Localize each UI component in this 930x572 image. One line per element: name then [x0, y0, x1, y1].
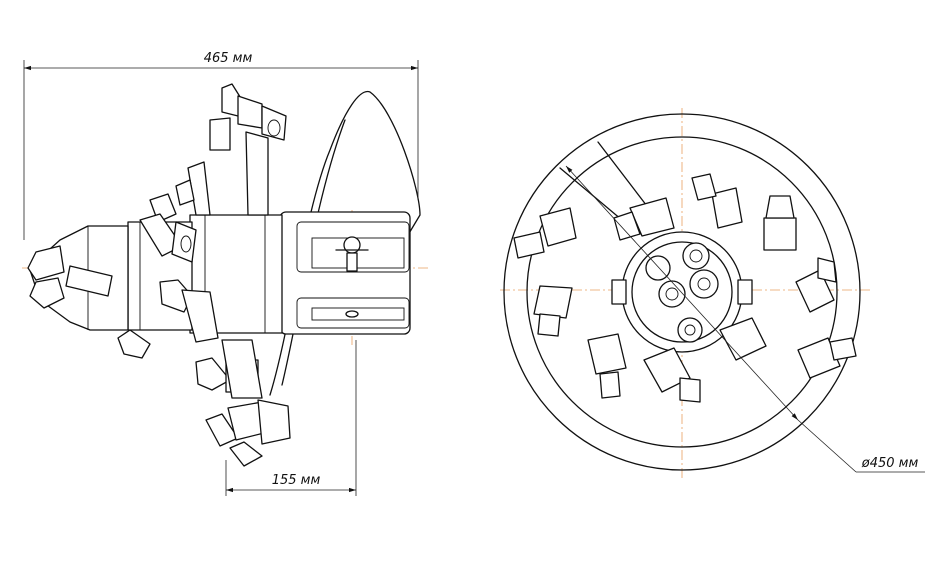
side-housing-inner-rect — [311, 237, 405, 269]
dim-450-line — [565, 165, 799, 421]
side-view: 465 мм 155 мм — [22, 51, 430, 496]
front-plate-edge-2 — [597, 141, 651, 211]
side-lever-handle — [346, 252, 358, 272]
side-pick-low-3 — [195, 357, 231, 391]
front-pick-se — [829, 337, 857, 361]
front-inner-disc — [526, 136, 838, 448]
side-lower-arm — [221, 339, 263, 399]
front-pick-nw — [513, 231, 545, 259]
side-pick-low-5 — [229, 441, 263, 467]
front-pick-e — [817, 257, 837, 283]
front-pick-holder-sw — [587, 333, 627, 375]
dim-450-leader — [797, 419, 857, 473]
front-center-pick-1 — [658, 280, 686, 308]
front-pick-ne — [765, 195, 795, 219]
side-pick-mid-block — [171, 221, 197, 263]
side-upper-plate — [245, 131, 269, 216]
front-pick-holder-nw — [539, 207, 577, 247]
dim-450-label: ø450 мм — [861, 456, 919, 471]
side-nose-pick-2 — [29, 277, 65, 309]
side-pick-mid-hole — [180, 235, 192, 253]
front-pick-holder-w — [533, 285, 573, 319]
side-pick-top-hole — [267, 119, 281, 137]
side-housing-slot — [311, 307, 405, 321]
side-upper-picks — [139, 83, 287, 263]
side-housing — [279, 211, 411, 335]
side-housing-upper-window — [296, 221, 410, 273]
dim-465-label: 465 мм — [204, 51, 253, 66]
dim-155-label: 155 мм — [272, 473, 321, 488]
side-pick-top-holder-1 — [237, 95, 263, 129]
side-housing-lower-window — [296, 297, 410, 329]
front-pick-w — [537, 313, 561, 337]
front-hub-lug-left — [611, 279, 627, 305]
front-pick-holder-e — [795, 269, 835, 313]
side-pick-top-2 — [209, 117, 231, 151]
side-lower-picks — [117, 279, 291, 467]
front-pick-holder-ne — [763, 217, 797, 251]
front-pick-n — [691, 173, 717, 201]
side-pick-mid-1 — [175, 179, 195, 206]
front-hub-lug-right — [737, 279, 753, 305]
front-center-pick-5 — [677, 317, 703, 343]
side-pick-top-holder-2 — [261, 105, 287, 141]
front-pick-sw — [599, 371, 621, 399]
side-pick-low-holder-1 — [181, 289, 219, 343]
front-pick-holder-n — [711, 187, 743, 229]
side-pick-low-2 — [117, 329, 151, 359]
side-nose-pick-1 — [27, 245, 65, 281]
side-housing-bolt — [345, 310, 359, 318]
front-pick-holder-se — [797, 337, 841, 379]
front-center-pick-3 — [682, 242, 710, 270]
front-pick-s — [679, 377, 701, 403]
front-view: ø450 мм — [500, 108, 925, 478]
side-pick-low-holder-5 — [257, 399, 291, 445]
front-outer-disc — [503, 113, 861, 471]
front-center-pick-2 — [689, 269, 719, 299]
side-nose-pick-holder-1 — [65, 265, 113, 297]
